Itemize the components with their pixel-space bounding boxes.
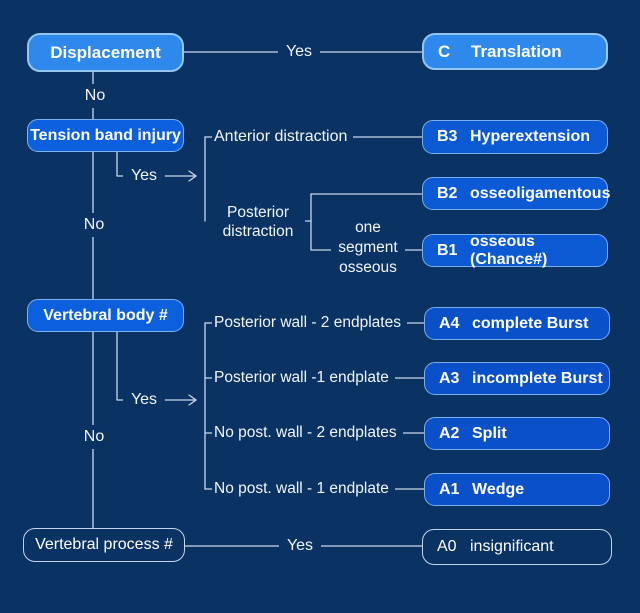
label-posterior-distraction: Posterior distraction — [211, 203, 305, 241]
label-line: osseous — [339, 259, 397, 276]
result-name: incomplete Burst — [472, 369, 603, 387]
result-code: A1 — [439, 480, 460, 498]
label-line: Posterior — [226, 204, 290, 221]
node-a3-incomplete-burst: A3 incomplete Burst — [424, 362, 610, 395]
line-tension-yes — [116, 151, 197, 177]
result-name: osseous (Chance#) — [470, 232, 548, 268]
label-no-2: No — [78, 213, 110, 237]
label-posterior-wall-1-endplate: Posterior wall -1 endplate — [212, 369, 395, 387]
result-code: A4 — [439, 314, 460, 332]
node-c-translation: C Translation — [422, 33, 608, 70]
node-b1-osseous-chance: B1 osseous (Chance#) — [422, 232, 608, 268]
result-name: Translation — [471, 41, 562, 61]
result-code: A2 — [439, 424, 460, 442]
label-line: distraction — [222, 223, 294, 240]
arrowhead-body-yes — [188, 394, 197, 406]
result-code: C — [438, 41, 451, 61]
node-a2-split: A2 Split — [424, 417, 610, 450]
label-yes-tension: Yes — [122, 167, 166, 185]
node-tension-band-injury: Tension band injury — [27, 119, 184, 152]
node-b3-hyperextension: B3 Hyperextension — [422, 120, 608, 154]
label-yes-bottom: Yes — [278, 537, 322, 555]
result-code: B1 — [437, 241, 458, 259]
label-anterior-distraction: Anterior distraction — [212, 128, 354, 146]
label-line: one — [355, 219, 381, 236]
result-name: osseoligamentous — [470, 184, 611, 202]
label-yes-body: Yes — [122, 391, 166, 409]
node-a1-wedge: A1 Wedge — [424, 473, 610, 506]
label-yes-top: Yes — [277, 43, 321, 61]
node-displacement: Displacement — [27, 33, 184, 72]
label-no-1: No — [79, 84, 111, 108]
node-vertebral-process: Vertebral process # — [23, 528, 185, 562]
node-a4-complete-burst: A4 complete Burst — [424, 307, 610, 340]
arrowhead-tension-yes — [188, 170, 197, 182]
label-one-segment-osseous: one segment osseous — [331, 218, 405, 278]
result-name: Split — [472, 424, 507, 442]
result-code: A3 — [439, 369, 460, 387]
label-posterior-wall-2-endplates: Posterior wall - 2 endplates — [212, 314, 407, 332]
result-code: A0 — [437, 538, 457, 555]
result-code: B2 — [437, 184, 458, 202]
node-b2-osseoligamentous: B2 osseoligamentous — [422, 177, 611, 210]
result-name: insignificant — [470, 538, 554, 555]
result-name: complete Burst — [472, 314, 589, 332]
node-vertebral-body: Vertebral body # — [27, 299, 184, 332]
result-name: Wedge — [472, 480, 525, 498]
line-body-yes — [116, 331, 197, 401]
label-no-post-wall-2-endplates: No post. wall - 2 endplates — [212, 424, 403, 442]
label-no-3: No — [78, 425, 110, 449]
node-a0-insignificant: A0 insignificant — [422, 529, 612, 565]
label-line: segment — [338, 239, 398, 256]
result-name: Hyperextension — [470, 128, 591, 145]
result-code: B3 — [437, 128, 458, 145]
label-no-post-wall-1-endplate: No post. wall - 1 endplate — [212, 480, 395, 498]
